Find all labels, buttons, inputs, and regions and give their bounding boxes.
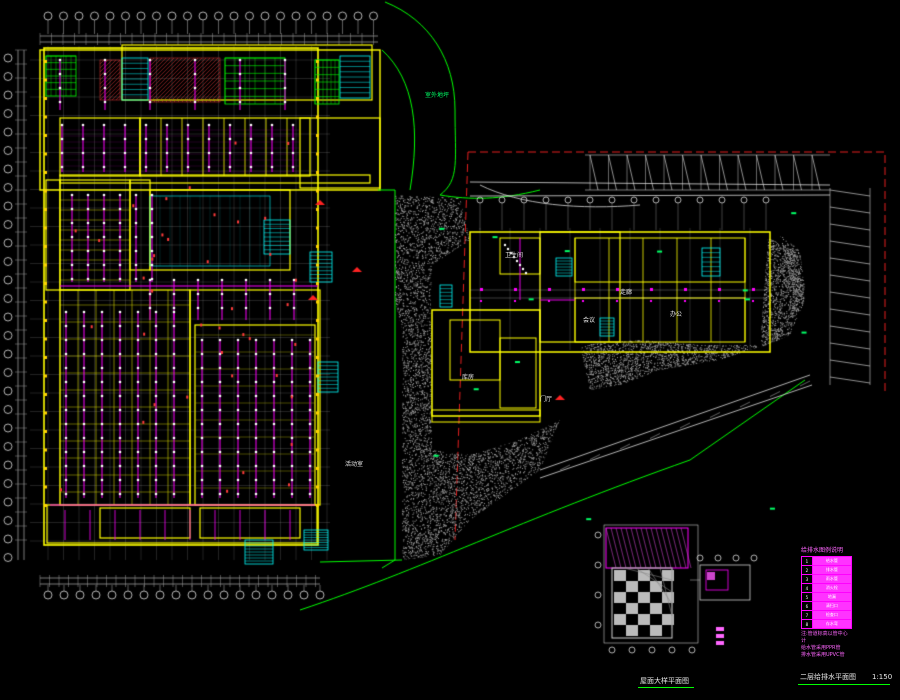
legend-title: 给排水图例说明 <box>801 547 844 554</box>
drawing-scale: 1:150 <box>872 673 893 681</box>
legend-notes: 注:管道标高以管中心计 给水管采用PPR管 排水管采用UPVC管 <box>801 631 852 659</box>
legend-text: 雨水管 <box>811 574 853 584</box>
legend-index: 2 <box>801 565 813 575</box>
room-label-activity: 活动室 <box>345 461 364 468</box>
legend-index: 1 <box>801 556 813 566</box>
legend-index: 5 <box>801 592 813 602</box>
legend-index: 6 <box>801 601 813 611</box>
legend-note: 排水管采用UPVC管 <box>801 652 845 658</box>
legend-text: 清扫口 <box>811 601 853 611</box>
legend-note: 注:管道标高以管中心计 <box>801 631 848 644</box>
legend-text: 排水管 <box>811 565 853 575</box>
detail-title-underline <box>638 687 694 688</box>
legend-text: 地漏 <box>811 592 853 602</box>
legend-text: 消火栓 <box>811 583 853 593</box>
detail-title: 屋面大样平面图 <box>640 677 689 685</box>
legend-note: 给水管采用PPR管 <box>801 645 841 651</box>
site-note: 室外地坪 <box>425 92 450 99</box>
legend-text: 存水弯 <box>811 619 853 629</box>
room-label-toilet: 卫生间 <box>505 252 524 259</box>
room-label-storage: 库房 <box>462 374 475 381</box>
legend-index: 8 <box>801 619 813 629</box>
drawing-title-underline <box>798 684 890 685</box>
legend-text: 给水管 <box>811 556 853 566</box>
drawing-title: 二层给排水平面图 <box>800 673 856 681</box>
legend-index: 4 <box>801 583 813 593</box>
legend-index: 7 <box>801 610 813 620</box>
room-label-meeting: 会议 <box>583 317 596 324</box>
legend-index: 3 <box>801 574 813 584</box>
room-label-office: 办公 <box>670 311 683 318</box>
room-label-lobby: 门厅 <box>540 396 553 403</box>
legend-text: 检查口 <box>811 610 853 620</box>
room-label-corridor: 走廊 <box>620 289 633 296</box>
